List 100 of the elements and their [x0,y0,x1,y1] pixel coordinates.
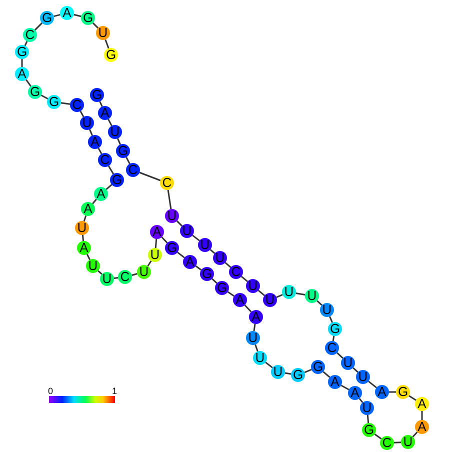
nucleotide-circle: U [246,331,260,345]
nucleotide-circle: U [401,435,415,449]
nucleotide-circle: C [126,163,140,177]
backbone-line [240,276,248,282]
backbone-line [92,22,99,29]
nucleotide-circle: A [249,310,263,324]
nucleotide-circle: U [320,303,334,317]
nucleotide-circle: U [75,221,89,235]
nucleotide-circle: A [415,420,429,434]
backbone-line [284,372,292,375]
nucleotide-circle: A [375,385,389,399]
backbone-line [74,14,82,18]
nucleotide-circle: A [183,255,197,269]
backbone-line [210,249,216,254]
nucleotide-circle: U [148,248,162,262]
backbone-line [408,395,416,401]
nucleotide-circle: U [360,401,374,415]
backbone-line [104,39,110,49]
backbone-line [176,220,183,227]
nucleotide-circle: C [118,270,132,284]
nucleotide-circle: A [77,241,91,255]
nucleotide-circle: U [80,116,94,130]
backbone-line [108,166,114,174]
nucleotide-circle: G [311,360,325,374]
nucleotide-circle: G [362,423,376,437]
nucleotide-circle: G [28,85,42,99]
nucleotide-circle: A [88,135,102,149]
backbone-line [322,371,330,378]
backbone-line [265,362,273,368]
nucleotide-circle: A [348,386,362,400]
nucleotide-circle: U [282,285,296,299]
nucleotide-circle: A [328,375,342,389]
nucleotide-circle: G [104,48,118,62]
backbone-line [114,277,118,279]
backbone-line [34,22,43,31]
backbone-line [139,172,161,182]
backbone-line [276,294,283,298]
nucleotide-circle: C [325,341,339,355]
backbone-line [54,14,60,18]
backbone-line [21,59,23,67]
backbone-line [421,411,423,420]
nucleotide-circle: A [94,187,108,201]
backbone-line [368,380,377,388]
nucleotide-circle: U [137,265,151,279]
nucleotide-circle: U [86,259,100,273]
backbone-line [60,102,70,105]
backbone-line [80,110,84,118]
nucleotide-circle: A [415,397,429,411]
nucleotide-circle: U [356,370,370,384]
backbone-line [258,290,266,296]
nucleotide-circle: A [233,293,247,307]
backbone-line [195,265,202,271]
nucleotide-circle: U [165,209,179,223]
nucleotide-circle: C [98,153,112,167]
nucleotide-circle: U [271,365,285,379]
nucleotide-circle: A [81,202,95,216]
backbone-line [212,278,218,284]
backbone-line [296,292,306,296]
scale-tick-label: 1 [112,387,118,396]
nucleotide-circle: U [108,125,122,139]
backbone-line [192,234,200,242]
backbone-line [154,238,158,248]
nucleotide-circle: U [341,356,355,370]
nucleotide-circle: G [81,11,95,25]
backbone-line [366,414,370,424]
backbone-line [117,138,121,145]
backbone-line [161,236,168,244]
backbone-line [89,129,93,136]
backbone-line [336,352,344,359]
nucleotide-circle: U [100,272,114,286]
backbone-line [340,384,350,390]
backbone-line [412,432,418,438]
nucleotide-circle: C [229,265,243,279]
nucleotide-circle: G [328,322,342,336]
backbone-line [389,391,396,393]
nucleotide-circle: C [380,436,394,450]
nucleotide-circle: U [253,351,267,365]
nucleotide-circle: A [60,6,74,20]
backbone-line [224,262,232,268]
nucleotide-circle: G [47,95,61,109]
nucleotide-circle: G [291,368,305,382]
backbone-line [374,434,382,440]
nucleotide-circle: G [110,173,124,187]
nucleotide-circle: A [15,67,29,81]
nucleotide-circle: G [215,281,229,295]
nucleotide-circle: U [246,279,260,293]
nucleotide-circle: G [90,88,104,102]
nucleotide-circle: A [150,225,164,239]
nucleotide-circle: C [70,98,84,112]
nucleotide-circle: C [23,28,37,42]
nucleotide-circle: U [263,293,277,307]
backbone-line [329,316,333,323]
backbone-line [316,300,322,306]
scale-tick-label: 0 [48,387,54,396]
nucleotide-circle: G [40,11,54,25]
nucleotide-circle: C [160,176,174,190]
nucleotide-circle: G [15,45,29,59]
backbone-line [332,336,335,342]
nucleotide-circle: G [200,267,214,281]
nucleotide-circle: G [396,385,410,399]
